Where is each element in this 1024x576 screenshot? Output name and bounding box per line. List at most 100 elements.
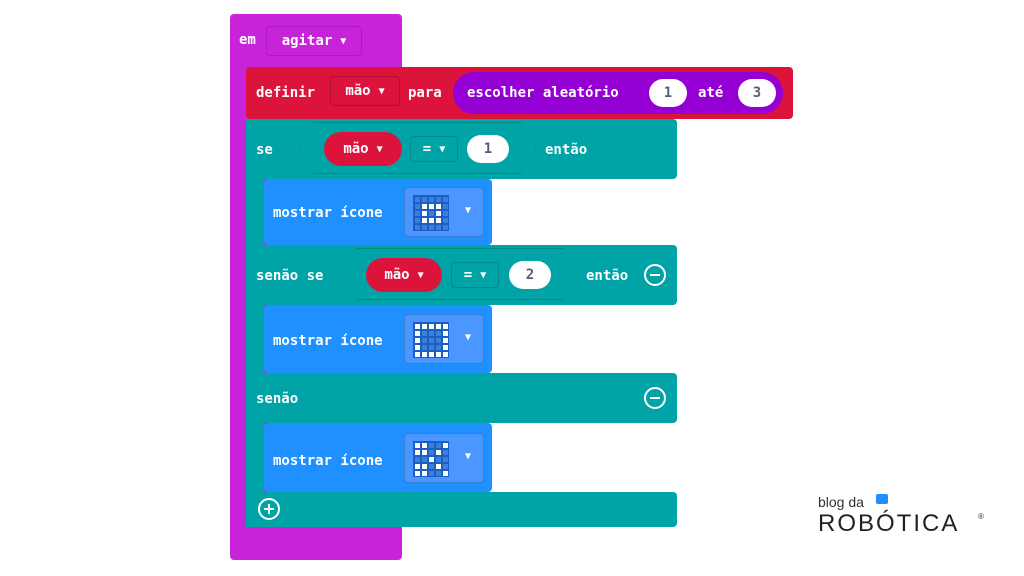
led-pixel [422,225,427,230]
led-pixel [436,352,441,357]
else-row[interactable] [246,373,677,423]
led-pixel [436,345,441,350]
led-pixel [429,197,434,202]
add-branch-icon[interactable] [258,498,280,520]
led-pixel [415,324,420,329]
led-pixel [429,211,434,216]
led-pixel [422,204,427,209]
led-pixel [429,443,434,448]
dropdown-caret-icon: ▼ [465,205,472,216]
show-icon-label: mostrar ícone [273,453,383,469]
led-grid-scissors-icon [413,441,449,477]
if-block-spine [246,119,264,527]
event-trigger-dropdown[interactable]: agitar▼ [266,26,362,56]
led-pixel [429,324,434,329]
led-pixel [436,443,441,448]
led-pixel [436,225,441,230]
icon-picker-3[interactable]: ▼ [404,433,484,483]
led-pixel [436,218,441,223]
led-grid-square-icon [413,322,449,358]
led-pixel [429,225,434,230]
elseif-label: senão se [256,268,324,284]
led-pixel [443,324,448,329]
led-pixel [443,352,448,357]
led-pixel [429,352,434,357]
led-pixel [415,464,420,469]
icon-picker-2[interactable]: ▼ [404,314,484,364]
led-pixel [429,464,434,469]
led-pixel [422,211,427,216]
led-pixel [436,197,441,202]
show-icon-label: mostrar ícone [273,205,383,221]
led-pixel [422,457,427,462]
led-pixel [429,471,434,476]
led-pixel [422,197,427,202]
registered-mark-icon: ® [978,512,984,521]
remove-else-icon[interactable] [644,387,666,409]
led-pixel [422,331,427,336]
if-then-label: então [545,142,588,158]
led-pixel [422,338,427,343]
dropdown-caret-icon: ▼ [340,35,347,47]
if-operator-dropdown[interactable]: =▼ [410,136,458,162]
led-pixel [422,218,427,223]
led-pixel [415,457,420,462]
led-pixel [422,450,427,455]
dropdown-caret-icon: ▼ [376,143,383,155]
random-number-block[interactable]: escolher aleatório [453,72,783,114]
led-pixel [443,450,448,455]
led-pixel [443,457,448,462]
led-pixel [429,345,434,350]
blog-logo: blog da ROBÓTICA ® [818,494,988,544]
led-pixel [443,331,448,336]
random-until-label: até [698,85,724,101]
random-to-input[interactable]: 3 [738,79,776,107]
led-pixel [436,211,441,216]
dropdown-caret-icon: ▼ [439,143,446,155]
led-pixel [429,457,434,462]
led-pixel [443,464,448,469]
elseif-value-input[interactable]: 2 [509,261,551,289]
led-pixel [429,331,434,336]
led-pixel [415,204,420,209]
led-pixel [415,211,420,216]
elseif-variable-dropdown[interactable]: mão▼ [366,258,442,292]
led-pixel [415,225,420,230]
dropdown-caret-icon: ▼ [465,332,472,343]
dropdown-caret-icon: ▼ [417,269,424,281]
led-pixel [422,324,427,329]
random-from-input[interactable]: 1 [649,79,687,107]
led-pixel [436,464,441,469]
led-pixel [436,450,441,455]
led-pixel [443,345,448,350]
led-pixel [415,197,420,202]
if-value-input[interactable]: 1 [467,135,509,163]
if-block-bottom[interactable] [246,492,677,527]
led-pixel [436,338,441,343]
led-pixel [422,464,427,469]
icon-picker-1[interactable]: ▼ [404,187,484,237]
led-pixel [415,331,420,336]
elseif-operator-dropdown[interactable]: =▼ [451,262,499,288]
led-pixel [429,204,434,209]
led-pixel [422,471,427,476]
dropdown-caret-icon: ▼ [465,451,472,462]
if-variable-dropdown[interactable]: mão▼ [324,132,402,166]
event-prefix-label: em [239,32,256,48]
led-grid-small-square-icon [413,195,449,231]
led-pixel [436,324,441,329]
remove-elseif-icon[interactable] [644,264,666,286]
if-label: se [256,142,273,158]
led-pixel [436,204,441,209]
led-pixel [415,471,420,476]
led-pixel [443,471,448,476]
led-pixel [415,443,420,448]
robot-icon [876,494,888,504]
led-pixel [443,197,448,202]
set-to-label: para [408,85,442,101]
dropdown-caret-icon: ▼ [378,85,385,97]
set-label: definir [256,85,316,101]
set-variable-dropdown[interactable]: mão▼ [330,76,400,106]
led-pixel [429,450,434,455]
led-pixel [415,345,420,350]
